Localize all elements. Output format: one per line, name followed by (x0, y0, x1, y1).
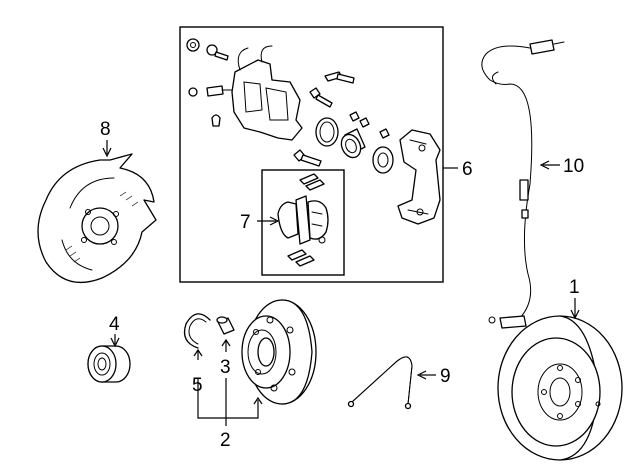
pad-set-box (261, 169, 345, 276)
snap-ring-icon (183, 313, 211, 349)
callout-5: 5 (192, 375, 203, 396)
callout-1: 1 (569, 277, 580, 298)
pad-wear-sensor-icon (347, 356, 413, 410)
abs-sensor-wire-icon (481, 39, 565, 329)
backing-plate-icon (37, 153, 157, 284)
caliper-assembly-box (179, 26, 444, 283)
callout-9: 9 (440, 366, 451, 387)
leader-lines (102, 140, 580, 426)
callout-2: 2 (220, 430, 231, 451)
callout-8: 8 (100, 119, 111, 140)
callout-7: 7 (240, 212, 251, 233)
caliper-hardware-icon (186, 38, 441, 225)
hub-assembly-icon (241, 299, 317, 405)
callout-6: 6 (462, 159, 473, 180)
wheel-stud-icon (216, 316, 235, 335)
callout-4: 4 (109, 314, 120, 335)
wheel-bearing-icon (87, 345, 131, 383)
brake-pads-icon (277, 173, 329, 267)
callout-3: 3 (220, 357, 231, 378)
callout-10: 10 (563, 156, 584, 177)
brake-rotor-icon (497, 315, 623, 461)
